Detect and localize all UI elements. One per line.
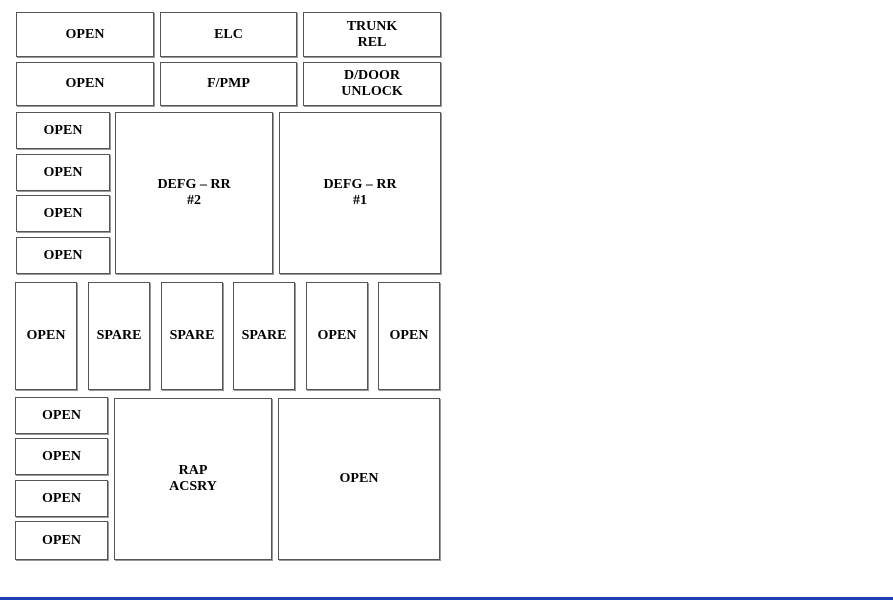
fuse-label: OPEN: [65, 26, 105, 42]
fuse-lower-small-2: OPEN: [15, 438, 108, 475]
fuse-label: OPEN: [42, 407, 81, 423]
relay-rap-acsry: RAP ACSRY: [114, 398, 272, 560]
fuse-upper-small-4: OPEN: [16, 237, 110, 274]
fuse-label: OPEN: [389, 328, 429, 343]
fuse-label: OPEN: [26, 328, 66, 343]
relay-label: RAP ACSRY: [169, 463, 217, 494]
fuse-label: OPEN: [65, 76, 105, 91]
relay-defg-rr-2: DEFG – RR #2: [115, 112, 273, 274]
fuse-fpmp: F/PMP: [160, 62, 297, 106]
bottom-divider: [0, 597, 893, 600]
fuse-middle-2: SPARE: [88, 282, 150, 390]
fuse-label: OPEN: [43, 122, 83, 138]
fuse-lower-small-3: OPEN: [15, 480, 108, 517]
fuse-elc: ELC: [160, 12, 297, 57]
fuse-middle-5: OPEN: [306, 282, 368, 390]
fuse-upper-small-3: OPEN: [16, 195, 110, 232]
fuse-open-r2c1: OPEN: [16, 62, 154, 106]
relay-label: OPEN: [339, 471, 379, 486]
fuse-label: OPEN: [42, 448, 81, 464]
fuse-label: OPEN: [43, 164, 83, 180]
fuse-lower-small-1: OPEN: [15, 397, 108, 434]
fuse-ddoor-unlock: D/DOOR UNLOCK: [303, 62, 441, 106]
fuse-upper-small-2: OPEN: [16, 154, 110, 191]
fuse-label: F/PMP: [207, 76, 250, 91]
fuse-middle-6: OPEN: [378, 282, 440, 390]
fuse-label: OPEN: [42, 490, 81, 506]
fuse-label: OPEN: [317, 328, 357, 343]
fuse-label: OPEN: [42, 532, 81, 548]
fuse-middle-3: SPARE: [161, 282, 223, 390]
fuse-trunk-rel: TRUNK REL: [303, 12, 441, 57]
fuse-lower-small-4: OPEN: [15, 521, 108, 560]
fuse-open-r1c1: OPEN: [16, 12, 154, 57]
fuse-label: OPEN: [43, 205, 83, 221]
fuse-middle-1: OPEN: [15, 282, 77, 390]
fuse-label: SPARE: [241, 328, 287, 343]
fuse-label: TRUNK REL: [346, 18, 398, 50]
relay-open-lower: OPEN: [278, 398, 440, 560]
fuse-label: SPARE: [169, 328, 215, 343]
fuse-label: SPARE: [96, 328, 142, 343]
relay-label: DEFG – RR #2: [157, 177, 231, 208]
fuse-upper-small-1: OPEN: [16, 112, 110, 149]
relay-defg-rr-1: DEFG – RR #1: [279, 112, 441, 274]
fuse-label: D/DOOR UNLOCK: [341, 68, 403, 99]
fuse-label: ELC: [214, 26, 243, 42]
fuse-middle-4: SPARE: [233, 282, 295, 390]
fuse-label: OPEN: [43, 247, 83, 263]
relay-label: DEFG – RR #1: [323, 177, 397, 208]
